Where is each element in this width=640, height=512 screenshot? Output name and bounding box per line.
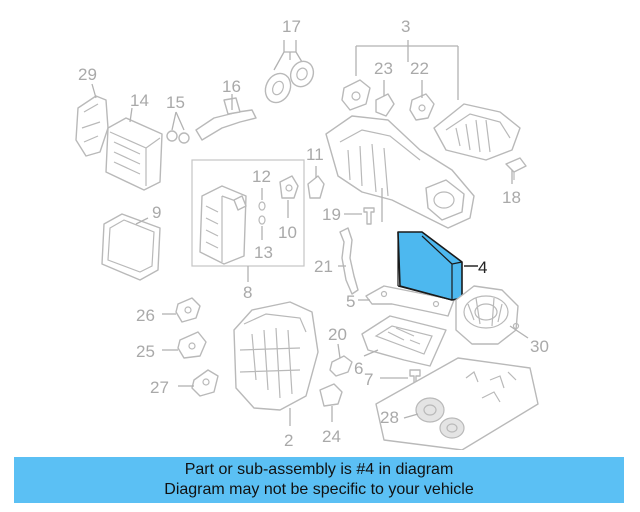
part-25-actuator xyxy=(162,331,207,359)
part-27-actuator xyxy=(178,369,219,397)
part-28-panel xyxy=(375,357,539,450)
callout-23: 23 xyxy=(374,59,393,78)
part-23-actuator xyxy=(341,79,395,117)
callout-4: 4 xyxy=(478,258,487,277)
part-3-upper-case xyxy=(433,103,521,161)
part-6-plate xyxy=(361,315,447,367)
part-13-oring xyxy=(258,215,266,240)
part-20-resistor xyxy=(329,343,353,377)
info-banner: Part or sub-assembly is #4 in diagram Di… xyxy=(14,457,624,503)
callout-11: 11 xyxy=(306,145,324,164)
part-26-actuator xyxy=(162,297,201,323)
part-heater-core xyxy=(199,185,247,265)
callout-30: 30 xyxy=(530,337,549,356)
callout-9: 9 xyxy=(152,203,161,222)
callout-12: 12 xyxy=(252,167,271,186)
callout-27: 27 xyxy=(150,378,169,397)
callout-3: 3 xyxy=(401,17,410,36)
part-30-blower-motor xyxy=(455,285,529,345)
banner-line-2: Diagram may not be specific to your vehi… xyxy=(164,481,474,498)
parts-diagram: 29 14 15 16 17 3 23 xyxy=(75,17,549,450)
callout-14: 14 xyxy=(130,91,149,110)
callout-25: 25 xyxy=(136,342,155,361)
part-3-leaders xyxy=(355,40,459,100)
part-5-bracket xyxy=(358,285,455,317)
callout-24: 24 xyxy=(322,427,341,446)
part-19-bolt xyxy=(344,207,375,225)
part-11-clip xyxy=(307,166,325,199)
part-15-clips xyxy=(166,111,190,144)
part-2-lower-housing xyxy=(233,301,319,426)
callout-29: 29 xyxy=(78,65,97,84)
part-10-valve xyxy=(279,175,299,218)
callout-5: 5 xyxy=(346,292,355,311)
callout-28: 28 xyxy=(380,408,399,427)
callout-15: 15 xyxy=(166,93,185,112)
callout-20: 20 xyxy=(328,325,347,344)
part-29-bracket xyxy=(75,83,109,157)
callout-26: 26 xyxy=(136,306,155,325)
callout-19: 19 xyxy=(322,205,341,224)
part-18-sensor xyxy=(505,157,527,184)
callout-17: 17 xyxy=(282,17,301,36)
part-9-filter xyxy=(101,213,161,281)
callout-21: 21 xyxy=(314,257,333,276)
callout-10: 10 xyxy=(278,223,297,242)
callout-8: 8 xyxy=(243,283,252,302)
part-4-cabin-air-filter xyxy=(397,231,478,301)
part-21-hose xyxy=(338,227,359,295)
banner-line-1: Part or sub-assembly is #4 in diagram xyxy=(184,461,454,478)
part-17-grommets xyxy=(264,40,315,104)
part-14-filter-housing xyxy=(105,107,163,191)
part-24-sensor xyxy=(319,383,343,422)
callout-13: 13 xyxy=(254,243,273,262)
part-12-oring xyxy=(258,188,266,211)
callout-7: 7 xyxy=(364,370,373,389)
part-22-actuator xyxy=(409,80,435,121)
callout-18: 18 xyxy=(502,188,521,207)
callout-6: 6 xyxy=(354,359,363,378)
callout-22: 22 xyxy=(410,59,429,78)
callout-16: 16 xyxy=(222,77,241,96)
callout-2: 2 xyxy=(284,431,293,450)
part-16-pipe xyxy=(195,94,257,141)
heater-unit-main xyxy=(325,115,475,229)
